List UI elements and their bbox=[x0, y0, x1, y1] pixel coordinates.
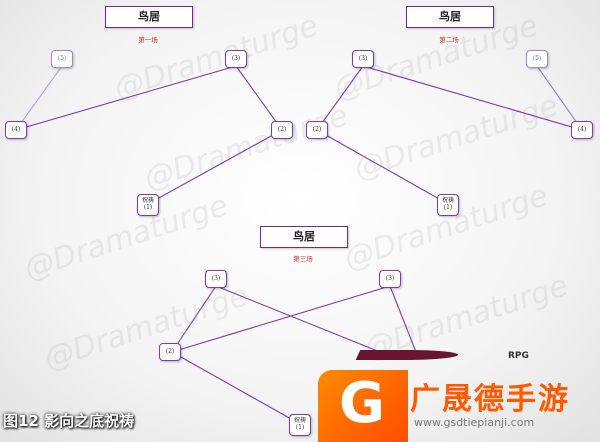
brand-badge-icon: G bbox=[318, 370, 408, 442]
panel-1-subtitle: 第一场 bbox=[138, 36, 158, 44]
panel-3-node-3-right: (3) bbox=[379, 270, 401, 288]
brand-url: www.gsdtiepianji.com bbox=[414, 416, 535, 429]
panel-3-node-prayer: 祝祷 (1) bbox=[289, 414, 311, 436]
panel-2-node-prayer: 祝祷 (1) bbox=[437, 194, 459, 216]
brand-stripe bbox=[355, 350, 461, 360]
panel-3-node-3-left: (3) bbox=[205, 270, 227, 288]
panel-1-title: 鸟居 bbox=[105, 6, 193, 28]
brand-logo: RPG G 广晟德手游 www.gsdtiepianji.com bbox=[318, 350, 600, 442]
panel-1-node-4: (4) bbox=[5, 121, 27, 139]
panel-3-node-2: (2) bbox=[159, 343, 181, 361]
panel-1-node-prayer: 祝祷 (1) bbox=[137, 194, 159, 216]
panel-2-node-2: (2) bbox=[306, 121, 328, 139]
panel-1-node-5: (5) bbox=[51, 50, 73, 68]
panel-2-title: 鸟居 bbox=[406, 6, 494, 28]
panel-3-title: 鸟居 bbox=[260, 226, 348, 248]
brand-badge-letter: G bbox=[339, 371, 385, 436]
panel-2-node-5: (5) bbox=[526, 50, 548, 68]
panel-2-subtitle: 第二场 bbox=[439, 36, 459, 44]
panel-1-node-3: (3) bbox=[225, 50, 247, 68]
brand-name: 广晟德手游 bbox=[410, 382, 570, 417]
panel-3-subtitle: 第三场 bbox=[293, 255, 313, 263]
panel-2-node-4: (4) bbox=[571, 121, 593, 139]
panel-1-node-2: (2) bbox=[271, 121, 293, 139]
panel-2-node-3: (3) bbox=[352, 50, 374, 68]
brand-stripe-label: RPG bbox=[508, 351, 529, 361]
figure-caption: 图12 影向之底祝祷 bbox=[3, 412, 135, 430]
